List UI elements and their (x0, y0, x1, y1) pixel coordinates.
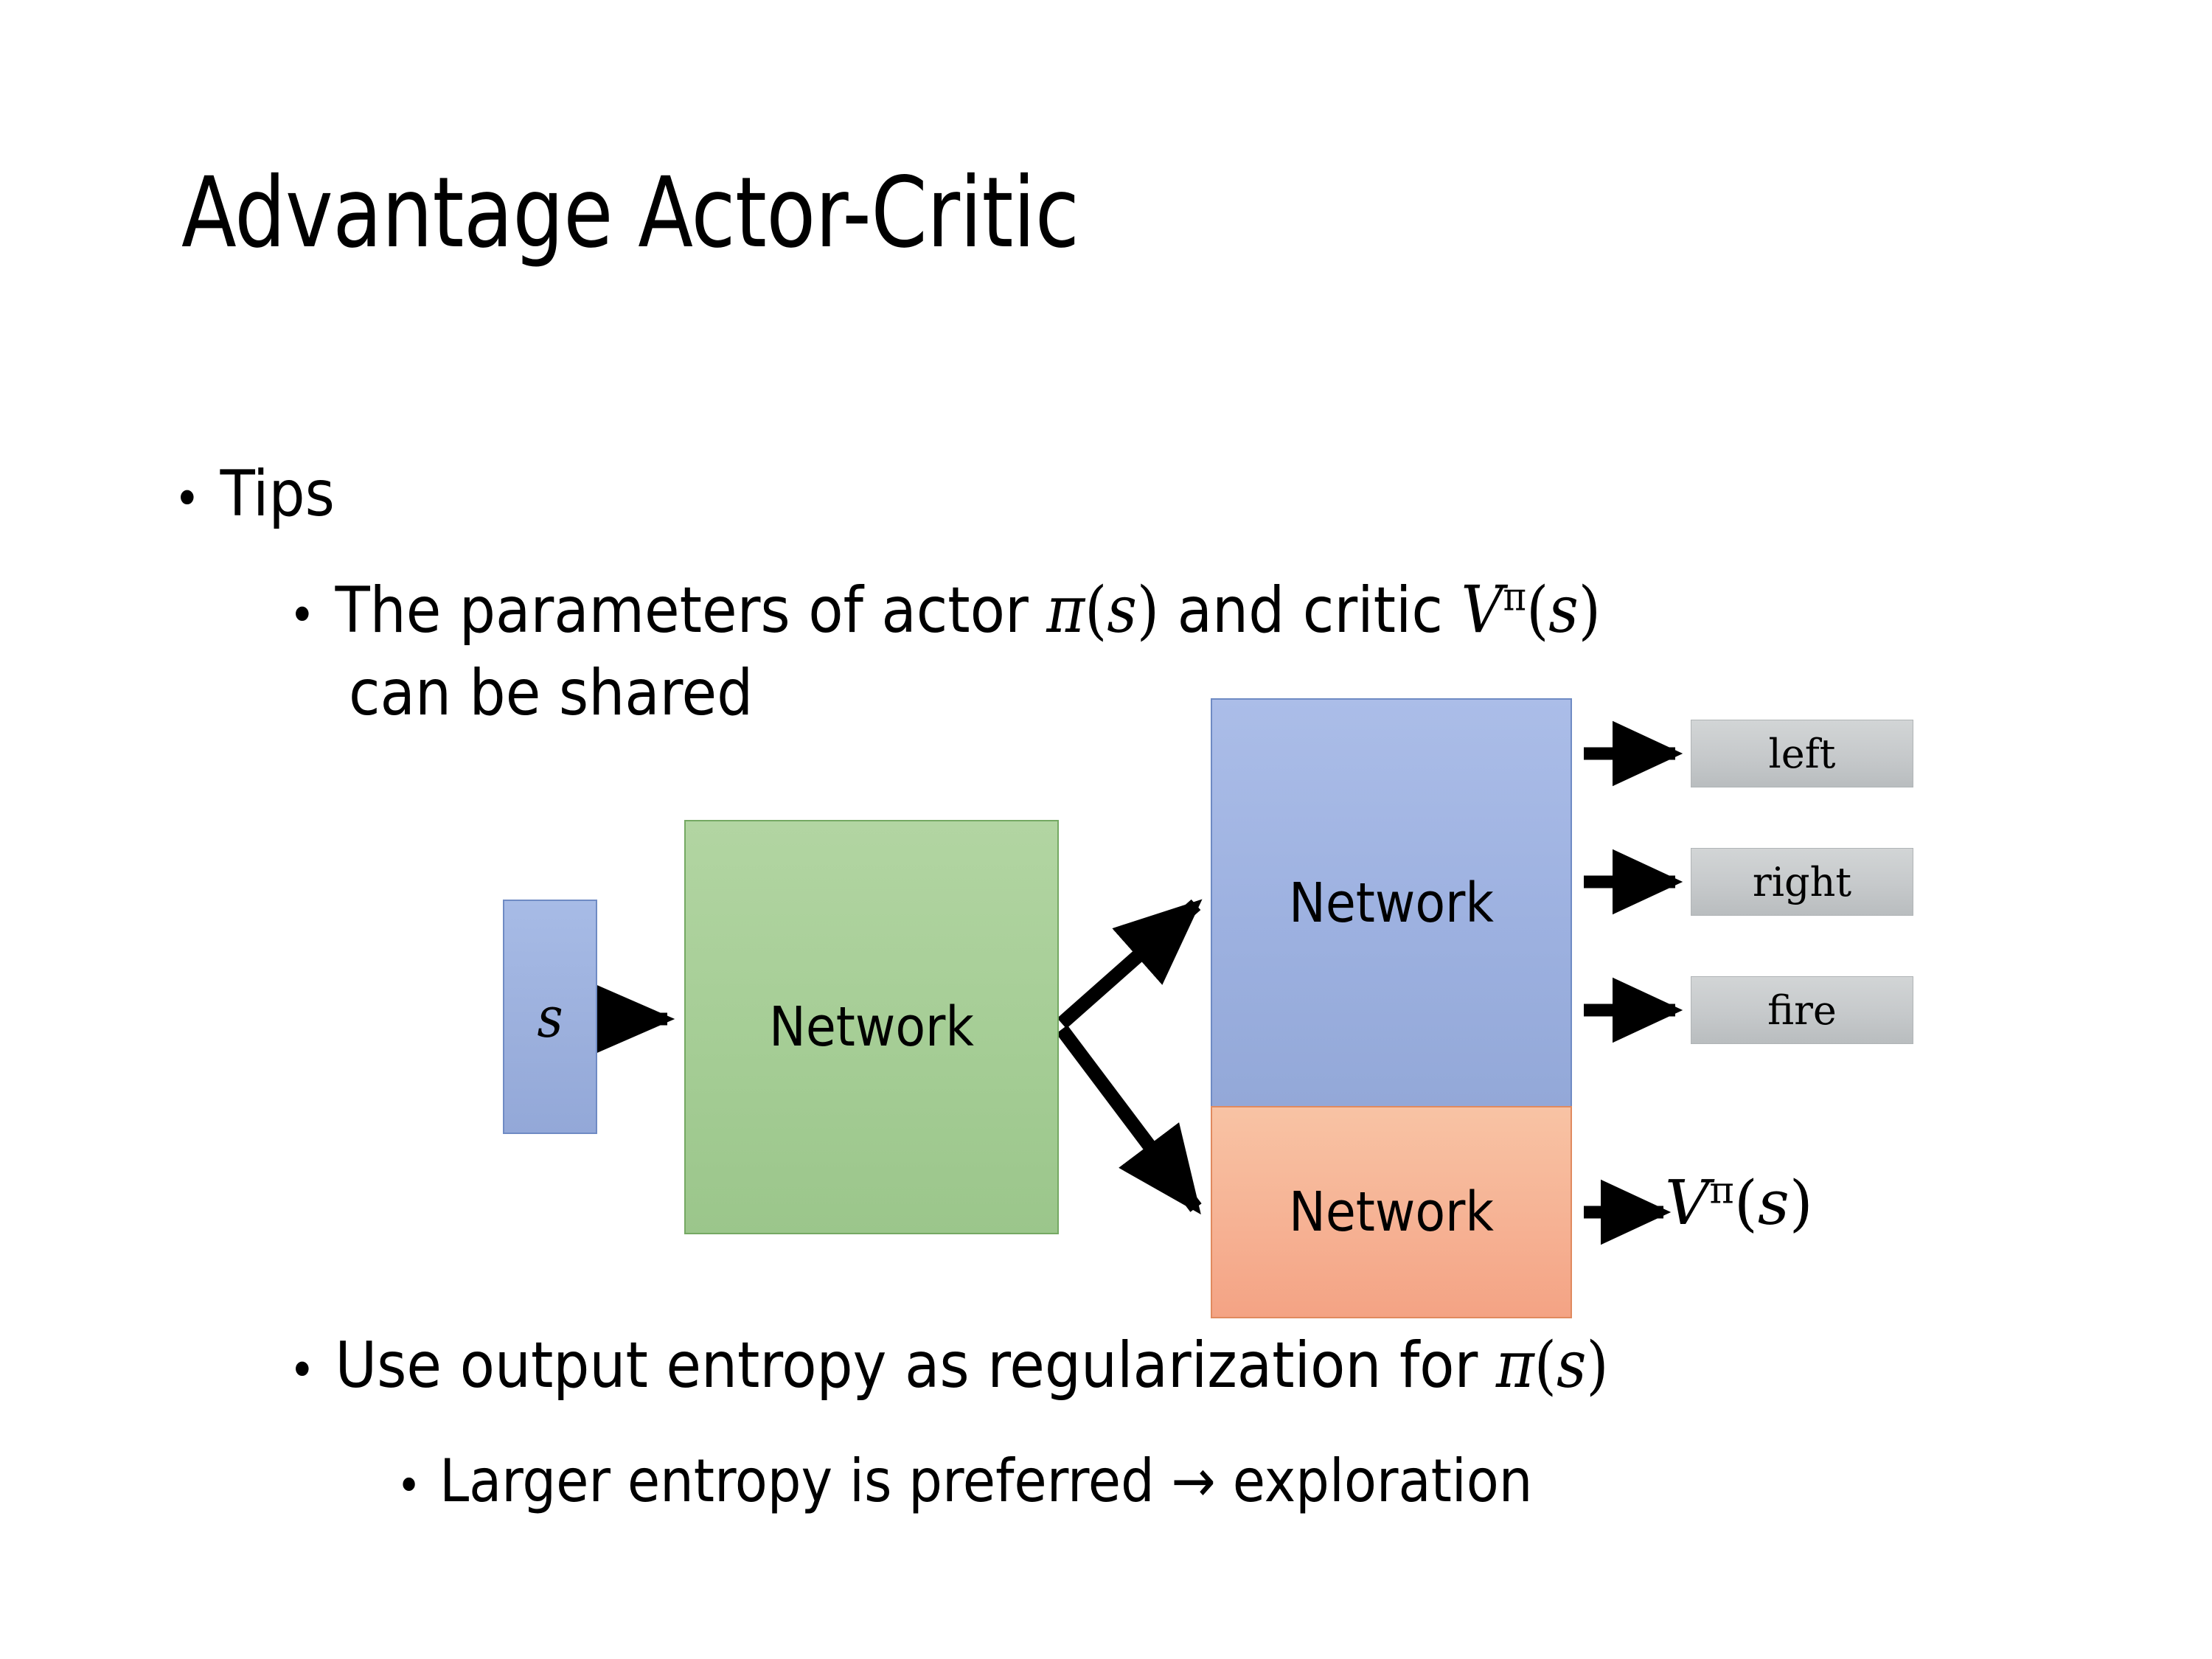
bullet-marker-icon: • (397, 1458, 422, 1512)
arrow-shared-to-critic (1056, 1025, 1202, 1215)
math-s: s (1556, 1327, 1587, 1402)
state-input-label: s (537, 984, 563, 1050)
arrow-shared-to-actor (1057, 899, 1203, 1029)
action-output-fire[interactable]: fire (1691, 976, 1913, 1044)
bullet-entropy-prefix: Use output entropy as regularization for (335, 1329, 1496, 1402)
bullet-tips: • Tips (174, 457, 335, 531)
value-function-output: Vπ(s) (1665, 1166, 1813, 1239)
math-paren-open: ( (1085, 574, 1107, 647)
bullet-larger-entropy-label: Larger entropy is preferred → exploratio… (439, 1447, 1533, 1515)
math-s: s (1757, 1166, 1790, 1239)
page-title: Advantage Actor-Critic (181, 156, 1079, 270)
math-pi: π (1495, 1327, 1534, 1402)
action-output-left[interactable]: left (1691, 720, 1913, 787)
state-input-box[interactable]: s (503, 900, 597, 1134)
math-pi-superscript: π (1709, 1168, 1734, 1212)
bullet-parameters-line1: The parameters of actor π(s) and critic … (335, 572, 1601, 647)
math-paren-close: ) (1789, 1169, 1813, 1239)
bullet-parameters-line2: can be shared (349, 656, 754, 730)
bullet-marker-icon: • (289, 586, 316, 644)
critic-network-box[interactable]: Network (1211, 1106, 1572, 1318)
shared-network-label: Network (769, 995, 974, 1059)
bullet-larger-entropy: • Larger entropy is preferred → explorat… (397, 1447, 1532, 1515)
math-pi: π (1046, 572, 1085, 647)
math-pi-superscript: π (1503, 574, 1527, 620)
bullet-output-entropy: • Use output entropy as regularization f… (289, 1327, 1609, 1402)
math-s: s (1107, 572, 1137, 647)
actor-network-label: Network (1289, 872, 1494, 935)
bullet-marker-icon: • (289, 1341, 316, 1399)
shared-network-box[interactable]: Network (684, 820, 1059, 1234)
bullet-parameters-shared: • The parameters of actor π(s) and criti… (289, 572, 1601, 647)
bullet-parameters-middle: and critic (1159, 574, 1461, 647)
math-v: V (1665, 1166, 1710, 1239)
bullet-marker-icon: • (174, 470, 201, 527)
bullet-tips-label: Tips (220, 457, 335, 531)
action-output-fire-label: fire (1767, 987, 1837, 1034)
math-s: s (1548, 572, 1579, 647)
math-paren-close: ) (1586, 1329, 1609, 1402)
math-paren-open: ( (1733, 1169, 1758, 1239)
math-paren-open: ( (1534, 1329, 1557, 1402)
math-v: V (1461, 572, 1503, 647)
math-paren-close: ) (1578, 574, 1601, 647)
math-paren-close: ) (1136, 574, 1160, 647)
math-paren-open: ( (1526, 574, 1549, 647)
bullet-output-entropy-text: Use output entropy as regularization for… (335, 1327, 1608, 1402)
action-output-right-label: right (1752, 858, 1852, 905)
action-output-right[interactable]: right (1691, 848, 1913, 916)
action-output-left-label: left (1768, 730, 1836, 777)
bullet-parameters-prefix: The parameters of actor (335, 574, 1047, 647)
critic-network-label: Network (1289, 1180, 1494, 1244)
actor-network-box[interactable]: Network (1211, 698, 1572, 1108)
